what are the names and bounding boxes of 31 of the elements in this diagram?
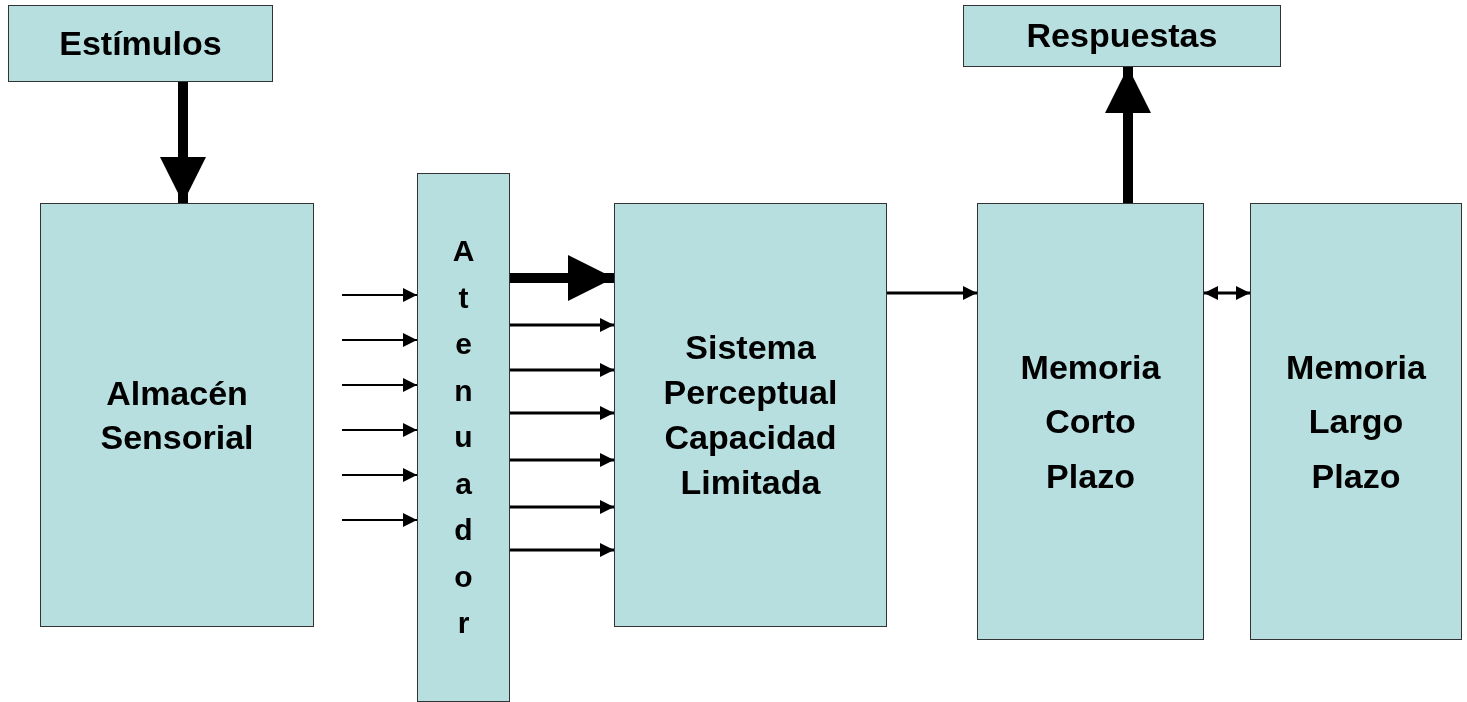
process-box [40, 203, 314, 627]
arrow [510, 543, 614, 557]
arrow [1204, 286, 1250, 300]
process-box [1250, 203, 1462, 640]
arrow [341, 378, 418, 392]
arrow [1105, 67, 1151, 203]
arrow [510, 255, 614, 301]
box-label: Almacén Sensorial [99, 372, 255, 458]
arrow [341, 468, 418, 482]
box-label: Respuestas [1026, 16, 1218, 56]
arrow [510, 318, 614, 332]
arrow [887, 286, 977, 300]
box-label: Atenuador [451, 233, 476, 642]
process-box [8, 5, 273, 82]
box-label: Memoria Corto Plazo [1019, 346, 1162, 497]
arrow [160, 82, 206, 203]
box-label: Estímulos [59, 23, 222, 64]
arrow [341, 333, 418, 347]
process-box [417, 173, 510, 702]
process-box [614, 203, 887, 627]
process-box [963, 5, 1281, 67]
arrow [341, 288, 418, 302]
arrow [510, 453, 614, 467]
arrow [510, 406, 614, 420]
box-label: Memoria Largo Plazo [1285, 346, 1427, 497]
arrow [510, 363, 614, 377]
process-box [977, 203, 1204, 640]
arrow [510, 500, 614, 514]
arrow [341, 423, 418, 437]
box-label: Sistema Perceptual Capacidad Limitada [662, 327, 839, 503]
arrow [341, 513, 418, 527]
